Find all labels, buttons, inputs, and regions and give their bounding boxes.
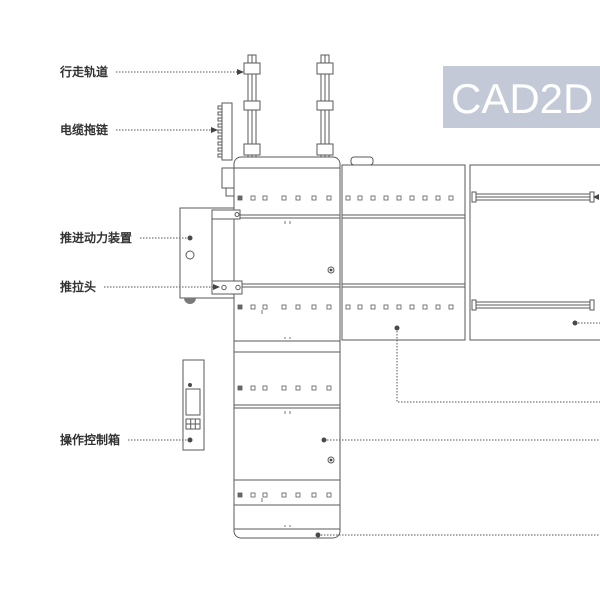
bolt-square xyxy=(237,492,243,498)
leader-arrowhead xyxy=(237,69,244,75)
far-right-frame xyxy=(469,164,600,341)
bolt-square xyxy=(345,195,351,201)
bolt-square xyxy=(311,195,317,201)
label-track: 行走轨道 xyxy=(59,64,108,79)
column-marker-dot xyxy=(321,437,327,443)
bolt-square xyxy=(262,304,268,310)
unit-connector xyxy=(211,209,241,220)
leader-arrowhead xyxy=(211,127,218,133)
bolt-square xyxy=(326,385,332,391)
bolt-row xyxy=(345,304,454,310)
bolt-square xyxy=(295,304,301,310)
unit-marker-dot xyxy=(187,235,193,241)
bolt-row xyxy=(237,304,332,310)
bolt-square xyxy=(370,304,376,310)
bolt-square xyxy=(383,195,389,201)
panel-marker-dot xyxy=(394,325,400,331)
bolt-square xyxy=(448,304,454,310)
walking-track xyxy=(243,54,334,159)
bolt-row xyxy=(237,385,332,391)
bolt-square xyxy=(448,195,454,201)
callout-cable-chain: 电缆拖链 xyxy=(60,122,218,137)
chain-teeth xyxy=(217,105,223,158)
unit-port-circle xyxy=(185,250,195,260)
bolt-square xyxy=(345,304,351,310)
right-leaders xyxy=(321,194,600,536)
control-marker-dot xyxy=(187,437,193,443)
cad2d-badge: CAD2D xyxy=(443,66,600,128)
leader-arrowhead xyxy=(213,284,220,290)
bolt-square xyxy=(281,492,287,498)
label-push-pull-head: 推拉头 xyxy=(60,279,96,294)
bolt-square xyxy=(357,304,363,310)
side-panel xyxy=(341,156,466,341)
right-rail xyxy=(316,54,334,159)
bolt-square xyxy=(295,492,301,498)
bolt-square xyxy=(422,304,428,310)
unit-bottom-knob xyxy=(184,298,196,304)
bolt-square xyxy=(409,195,415,201)
bolt-row xyxy=(237,195,332,201)
label-control-box: 操作控制箱 xyxy=(60,432,120,447)
callout-push-pull-head: 推拉头 xyxy=(60,279,220,294)
far-right-frame-outline xyxy=(469,164,600,341)
bolt-row xyxy=(237,492,332,498)
bolt-square xyxy=(396,195,402,201)
bolt-row xyxy=(345,195,454,201)
bolt-square xyxy=(262,492,268,498)
bolt-square xyxy=(295,385,301,391)
bolt-square xyxy=(250,492,256,498)
bolt-square xyxy=(237,385,243,391)
badge-text: CAD2D xyxy=(451,75,593,122)
bolt-square xyxy=(237,304,243,310)
control-display xyxy=(185,388,201,416)
leader-line xyxy=(396,331,600,403)
bolt-square xyxy=(311,304,317,310)
bolt-square xyxy=(237,195,243,201)
side-panel-body xyxy=(341,164,466,341)
column-body xyxy=(233,156,341,539)
bolt-square xyxy=(281,195,287,201)
callout-control-box: 操作控制箱 xyxy=(60,432,187,447)
bolt-square xyxy=(435,304,441,310)
bolt-square xyxy=(383,304,389,310)
operation-control-box xyxy=(182,359,205,451)
bolt-square xyxy=(262,385,268,391)
bolt-square xyxy=(422,195,428,201)
bolt-square xyxy=(311,492,317,498)
bolt-square xyxy=(326,492,332,498)
label-cable-chain: 电缆拖链 xyxy=(60,122,109,137)
frame-marker-dot xyxy=(572,320,578,326)
side-panel-tab xyxy=(350,156,374,166)
column-marker-dot xyxy=(315,532,321,538)
bolt-square xyxy=(295,195,301,201)
lower-guide-bar xyxy=(471,299,595,311)
bolt-square xyxy=(250,385,256,391)
bolt-square xyxy=(435,195,441,201)
main-column xyxy=(233,156,341,539)
left-rail xyxy=(243,54,261,159)
callout-track: 行走轨道 xyxy=(59,64,244,79)
bolt-square xyxy=(409,304,415,310)
badge-background xyxy=(443,66,600,128)
bolt-square xyxy=(326,195,332,201)
bolt-square xyxy=(281,304,287,310)
push-pull-head xyxy=(211,280,243,295)
leader-arrowhead xyxy=(593,194,599,200)
bolt-square xyxy=(396,304,402,310)
bolt-square xyxy=(357,195,363,201)
bolt-square xyxy=(326,304,332,310)
upper-guide-bar xyxy=(471,191,595,203)
bolt-square xyxy=(370,195,376,201)
bolt-square xyxy=(262,195,268,201)
callout-power-unit: 推进动力装置 xyxy=(60,230,187,245)
column-tick-marks xyxy=(261,221,291,527)
bolt-square xyxy=(311,385,317,391)
bolt-square xyxy=(250,195,256,201)
cable-drag-chain xyxy=(217,102,235,197)
bolt-square xyxy=(250,304,256,310)
bolt-square xyxy=(281,385,287,391)
label-power-unit: 推进动力装置 xyxy=(60,230,132,245)
